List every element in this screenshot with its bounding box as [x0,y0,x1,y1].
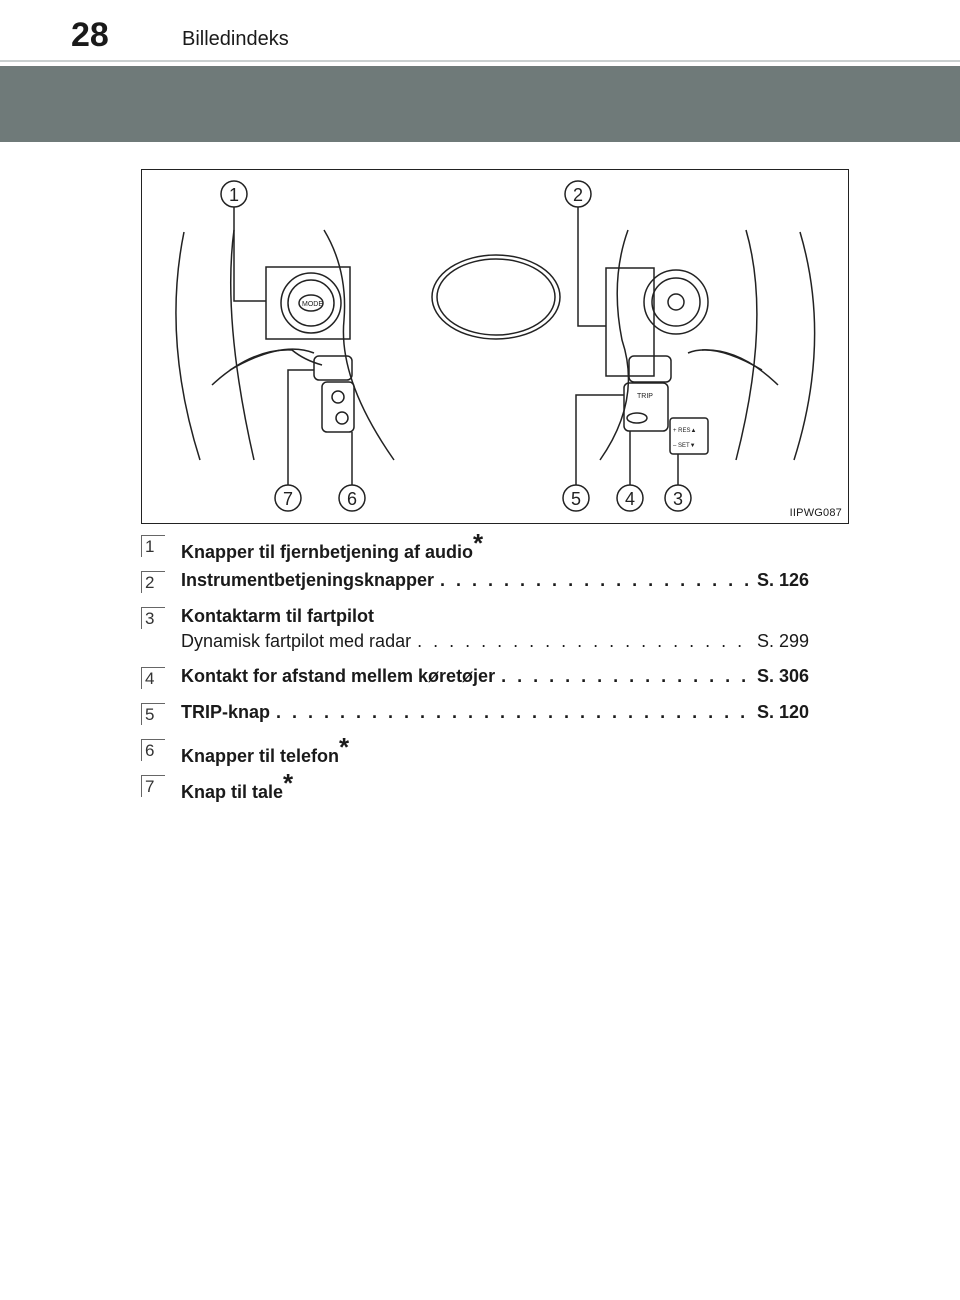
return-button [628,355,672,383]
item-number: 7 [141,775,165,797]
item-number: 3 [141,607,165,629]
steering-wheel-illustration: MODE TRIP + RES▲ – SET▼ [141,169,849,524]
instrument-control-pad [643,269,709,335]
item-title: InstrumentbetjeningsknapperS. 126 [181,570,809,591]
item-title: Knap til tale* [181,774,809,805]
cruise-control-lever [669,417,709,455]
header-band [0,66,960,142]
item-number: 2 [141,571,165,593]
wheel-rim-right [793,231,816,461]
footnote-star: * [283,774,294,798]
callout-4: 4 [625,489,635,509]
section-title: Billedindeks [182,28,289,50]
callout-2: 2 [573,185,583,205]
item-title: Knapper til telefon* [181,738,809,769]
wheel-rim-left [175,231,201,461]
res-label: + RES▲ [673,428,696,434]
item-number: 6 [141,739,165,761]
page-ref: S. 120 [756,702,809,722]
footnote-star: * [339,738,350,762]
mode-button-label: MODE [302,301,323,308]
footnote-star: * [473,534,484,558]
item-title: Kontaktarm til fartpilot [181,606,375,626]
center-hub [431,254,561,340]
audio-control-pad [280,272,342,334]
item-title: TRIP-knapS. 120 [181,702,809,723]
item-number: 1 [141,535,165,557]
phone-buttons [321,381,355,433]
trip-button [623,382,669,432]
page-ref: S. 126 [756,570,809,590]
figure-id: IIPWG087 [789,507,842,519]
item-number: 5 [141,703,165,725]
set-label: – SET▼ [673,443,696,449]
page-number: 28 [71,16,109,54]
item-number: 4 [141,667,165,689]
item-title: Kontakt for afstand mellem køretøjerS. 3… [181,666,809,687]
page-ref: S. 306 [756,666,809,686]
item-subtitle: Dynamisk fartpilot med radarS. 299 [181,631,809,652]
callout-5: 5 [571,489,581,509]
callout-7: 7 [283,489,293,509]
talk-button [313,355,353,381]
callout-6: 6 [347,489,357,509]
callout-3: 3 [673,489,683,509]
item-title: Knapper til fjernbetjening af audio* [181,534,809,565]
header-divider [0,60,960,62]
page-ref: S. 299 [756,631,809,651]
callout-1: 1 [229,185,239,205]
trip-button-label: TRIP [637,393,653,400]
